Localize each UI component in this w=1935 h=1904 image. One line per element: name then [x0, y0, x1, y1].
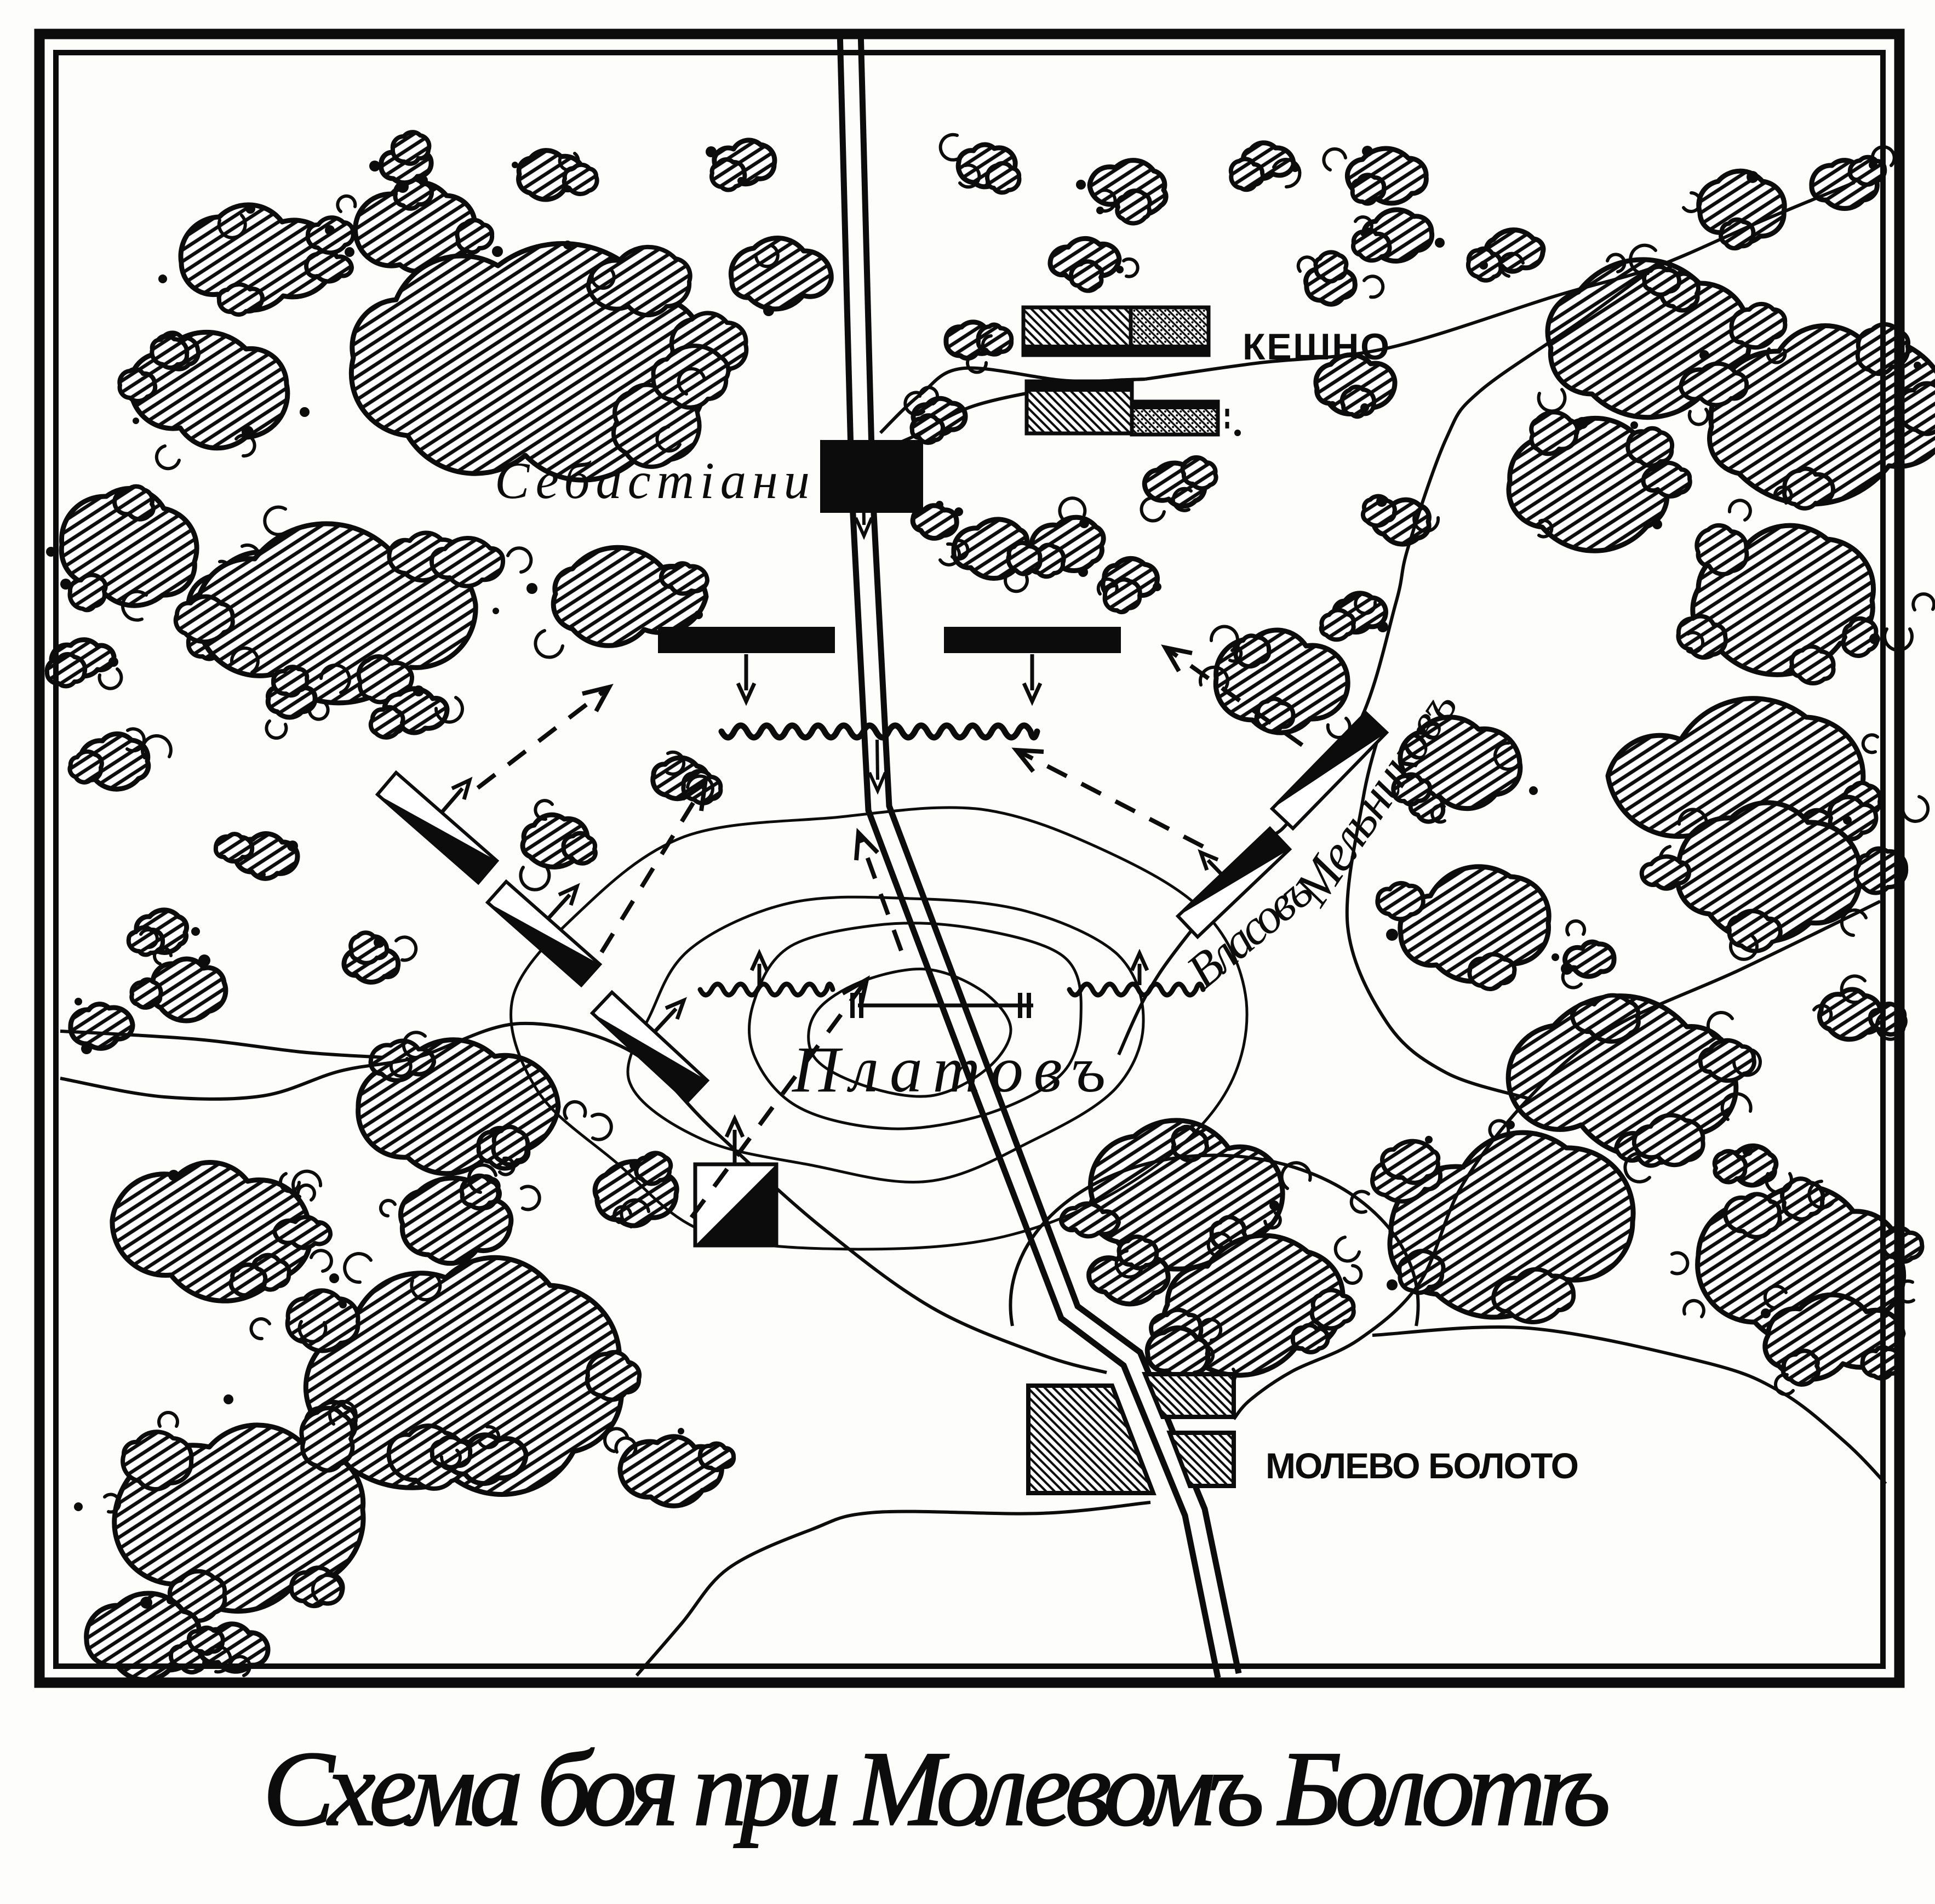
svg-text:МОЛЕВО БОЛОТО: МОЛЕВО БОЛОТО	[1266, 1445, 1579, 1486]
svg-text:Схема боя при Молевомъ Болотѣ: Схема боя при Молевомъ Болотѣ	[263, 1730, 1611, 1848]
svg-text:Платовъ: Платовъ	[792, 1033, 1106, 1106]
svg-text:КЕШНО: КЕШНО	[1243, 326, 1389, 368]
